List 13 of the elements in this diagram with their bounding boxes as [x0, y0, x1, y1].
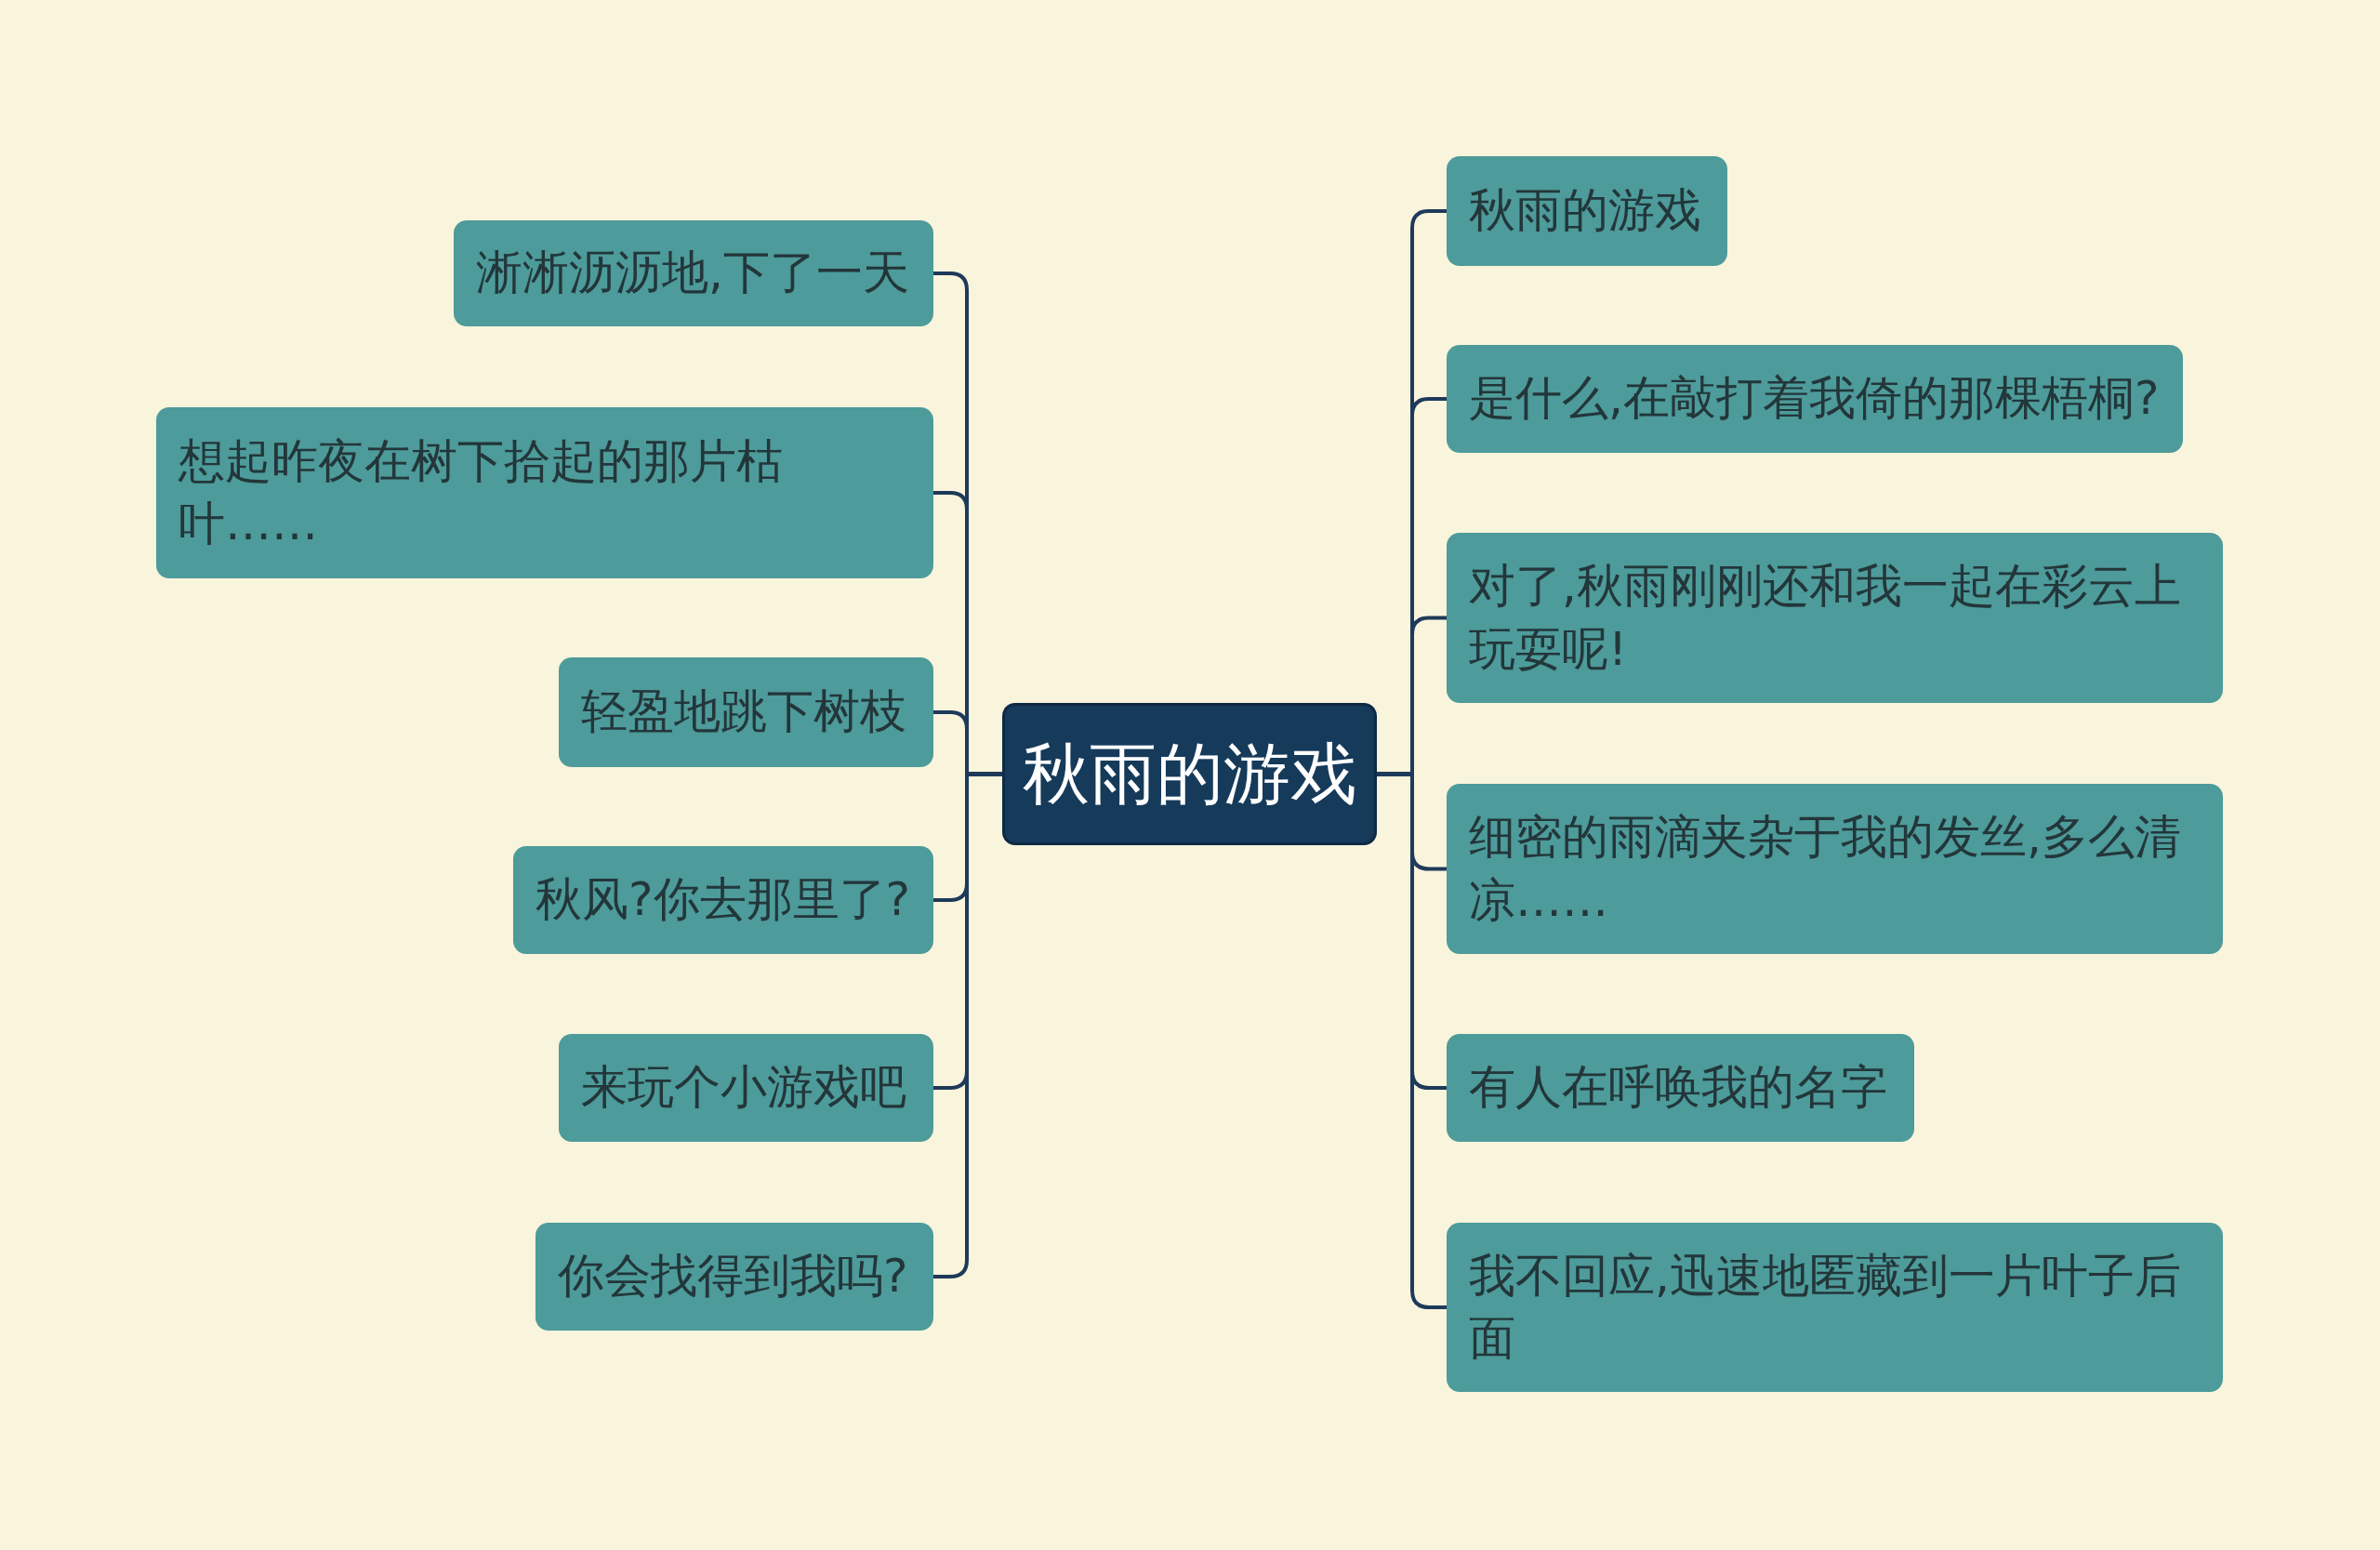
- topic-box: 你会找得到我吗?: [536, 1223, 933, 1331]
- topic-box: 秋风?你去那里了?: [513, 846, 933, 954]
- topic-box: 细密的雨滴夹杂于我的发丝,多么清凉……: [1447, 784, 2223, 954]
- topic-box: 有人在呼唤我的名字: [1447, 1034, 1914, 1142]
- topic-box: 我不回应,迅速地匿藏到一片叶子后面: [1447, 1223, 2223, 1392]
- central-topic-box: 秋雨的游戏: [1002, 703, 1377, 845]
- topic-box: 轻盈地跳下树枝: [559, 657, 933, 767]
- topic-box: 对了,秋雨刚刚还和我一起在彩云上玩耍呢!: [1447, 533, 2223, 703]
- topic-box: 想起昨夜在树下拾起的那片枯叶……: [156, 407, 933, 578]
- topic-box: 来玩个小游戏吧: [559, 1034, 933, 1142]
- topic-box: 淅淅沥沥地,下了一天: [454, 220, 933, 326]
- topic-box: 秋雨的游戏: [1447, 156, 1727, 266]
- topic-box: 是什么,在敲打着我倚的那棵梧桐?: [1447, 345, 2183, 453]
